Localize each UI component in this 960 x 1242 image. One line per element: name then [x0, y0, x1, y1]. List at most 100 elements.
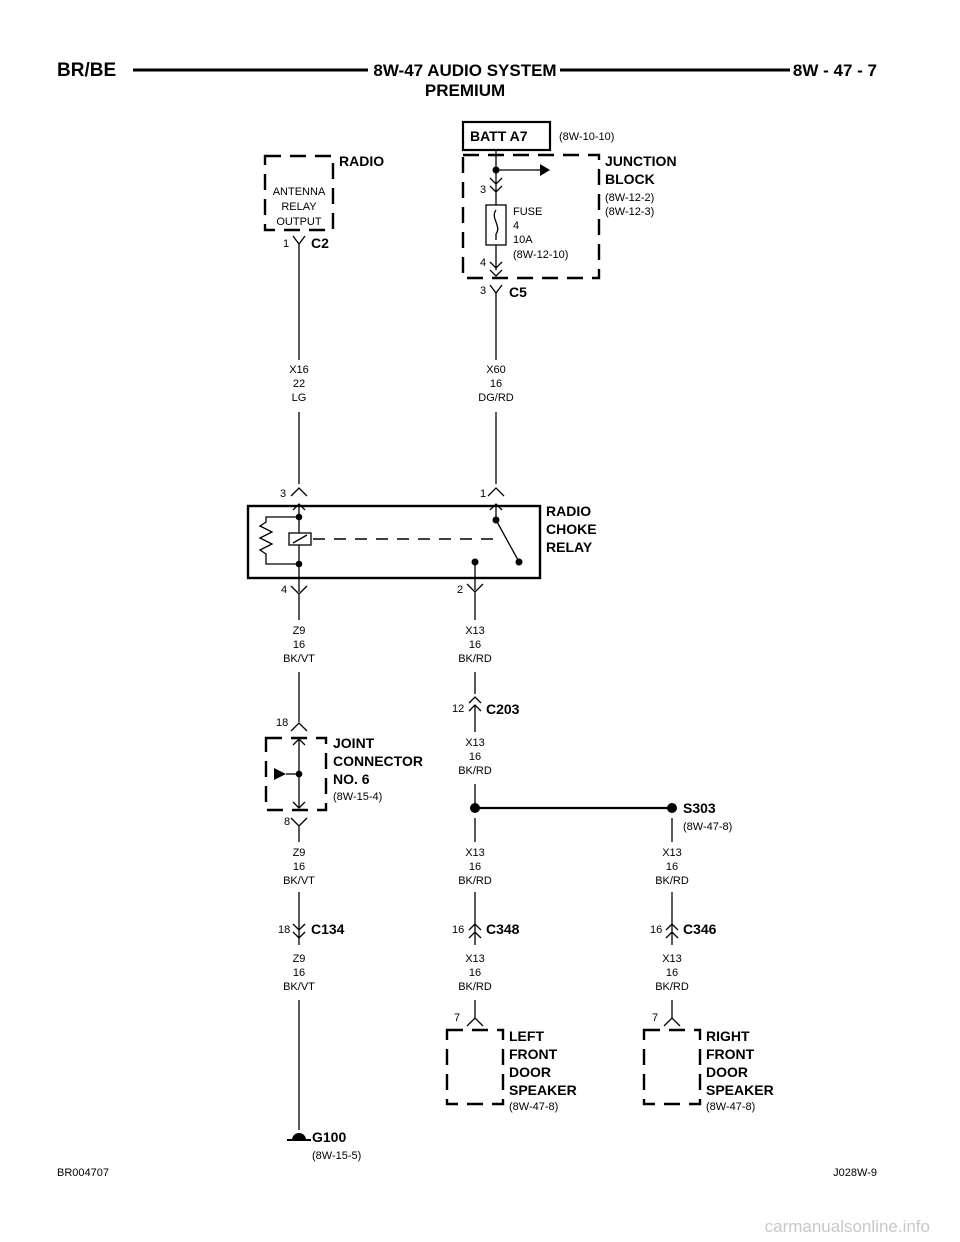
- c203-connector-symbol: [468, 696, 482, 720]
- s303-label: S303: [683, 800, 716, 816]
- batt-label: BATT A7: [470, 128, 528, 144]
- svg-text:LG: LG: [292, 392, 307, 404]
- jc-ref: (8W-15-4): [333, 791, 382, 803]
- svg-text:16: 16: [469, 967, 481, 979]
- rfs-name3: DOOR: [706, 1064, 748, 1080]
- jb-pin3-symbol: [489, 177, 503, 193]
- junction-block-ref1: (8W-12-2): [605, 192, 654, 204]
- c346-label: C346: [683, 921, 717, 937]
- jc-arrow: [274, 768, 286, 780]
- page-title: 8W-47 AUDIO SYSTEM: [373, 61, 556, 80]
- relay-pin2: 2: [457, 584, 463, 596]
- svg-text:BK/RD: BK/RD: [655, 875, 689, 887]
- wire-label-x16: X16 22 LG: [289, 364, 309, 404]
- svg-text:X13: X13: [662, 953, 682, 965]
- rfs-name1: RIGHT: [706, 1028, 750, 1044]
- s303-dot-right: [667, 803, 677, 813]
- jb-pin-top: 3: [480, 184, 486, 196]
- svg-text:16: 16: [293, 639, 305, 651]
- svg-text:16: 16: [469, 639, 481, 651]
- lfs-name2: FRONT: [509, 1046, 558, 1062]
- junction-block-ref2: (8W-12-3): [605, 206, 654, 218]
- jc-bottom-symbol: [290, 817, 308, 836]
- radio-box: [263, 154, 335, 232]
- radio-box-line2: RELAY: [281, 201, 317, 213]
- svg-text:BK/RD: BK/RD: [458, 875, 492, 887]
- relay-pin2-symbol: [466, 583, 484, 600]
- page-subtitle: PREMIUM: [425, 81, 505, 100]
- jc-box: [264, 736, 328, 812]
- relay-pin1-symbol: [487, 487, 505, 497]
- relay-box: [246, 504, 542, 580]
- lfs-name4: SPEAKER: [509, 1082, 577, 1098]
- svg-text:X60: X60: [486, 364, 506, 376]
- rfs-name4: SPEAKER: [706, 1082, 774, 1098]
- relay-name3: RELAY: [546, 539, 593, 555]
- radio-box-line1: ANTENNA: [273, 186, 326, 198]
- svg-text:BK/VT: BK/VT: [283, 875, 315, 887]
- lfs-ref: (8W-47-8): [509, 1101, 558, 1113]
- jc-pin-bottom: 8: [284, 816, 290, 828]
- wire-label-x60: X60 16 DG/RD: [478, 364, 514, 404]
- page-number: 8W - 47 - 7: [793, 61, 877, 80]
- rfs-name2: FRONT: [706, 1046, 755, 1062]
- lfs-pin: 7: [454, 1012, 460, 1024]
- svg-text:Z9: Z9: [293, 953, 306, 965]
- batt-box: [461, 120, 552, 152]
- watermark: carmanualsonline.info: [765, 1217, 930, 1236]
- batt-ref: (8W-10-10): [559, 131, 614, 143]
- svg-text:16: 16: [666, 967, 678, 979]
- svg-text:X13: X13: [465, 625, 485, 637]
- c5-pin: 3: [480, 285, 486, 297]
- svg-text:16: 16: [469, 861, 481, 873]
- svg-text:BK/VT: BK/VT: [283, 653, 315, 665]
- jb-bus-arrow: [540, 164, 550, 176]
- wire-label-x13-c: X13 16 BK/RD: [458, 847, 492, 887]
- c5-connector-symbol: [489, 284, 503, 300]
- wire-label-x13-b: X13 16 BK/RD: [458, 737, 492, 777]
- svg-text:Z9: Z9: [293, 847, 306, 859]
- lfs-pin-symbol: [466, 1017, 484, 1027]
- svg-text:BK/RD: BK/RD: [655, 981, 689, 993]
- c2-label: C2: [311, 235, 329, 251]
- model-code: BR/BE: [57, 60, 116, 81]
- relay-pin1: 1: [480, 488, 486, 500]
- c346-connector-symbol: [665, 914, 679, 945]
- wire-label-x13-d: X13 16 BK/RD: [655, 847, 689, 887]
- rfs-pin: 7: [652, 1012, 658, 1024]
- wire-label-z9-b: Z9 16 BK/VT: [283, 847, 315, 887]
- batt-a7-source: BATT A7 (8W-10-10): [461, 120, 614, 152]
- ground-label: G100: [312, 1129, 346, 1145]
- right-front-door-speaker: 7 RIGHT FRONT DOOR SPEAKER (8W-47-8): [642, 1012, 774, 1113]
- jc-name3: NO. 6: [333, 771, 370, 787]
- s303-splice: S303 (8W-47-8): [470, 800, 732, 833]
- c134-pin: 18: [278, 924, 290, 936]
- junction-block: JUNCTION BLOCK (8W-12-2) (8W-12-3) 3 FUS…: [461, 150, 677, 300]
- c134-connector-symbol: [292, 914, 306, 945]
- c348-connector-symbol: [468, 914, 482, 945]
- svg-text:16: 16: [666, 861, 678, 873]
- wire-label-z9-c: Z9 16 BK/VT: [283, 953, 315, 993]
- jc-name1: JOINT: [333, 735, 375, 751]
- jc-top-symbol: [290, 722, 308, 732]
- svg-text:X13: X13: [465, 847, 485, 859]
- jb-pin4-symbol: [489, 261, 503, 277]
- wire-label-x13-f: X13 16 BK/RD: [655, 953, 689, 993]
- relay-coil-slash: [292, 534, 308, 544]
- relay-pin3: 3: [280, 488, 286, 500]
- footer-left: BR004707: [57, 1167, 109, 1179]
- relay-switch-arm: [495, 519, 519, 561]
- fuse-ref: (8W-12-10): [513, 249, 568, 261]
- c348-pin: 16: [452, 924, 464, 936]
- page-header: BR/BE 8W-47 AUDIO SYSTEM PREMIUM 8W - 47…: [57, 60, 877, 100]
- radio-component: RADIO ANTENNA RELAY OUTPUT 1 C2: [263, 153, 384, 251]
- fuse-element: [493, 209, 499, 240]
- relay-pin4-symbol: [290, 585, 308, 600]
- lfs-box: [445, 1028, 505, 1106]
- wire-label-x13-e: X13 16 BK/RD: [458, 953, 492, 993]
- resistor-icon: [258, 516, 299, 565]
- svg-text:BK/RD: BK/RD: [458, 981, 492, 993]
- svg-text:BK/RD: BK/RD: [458, 765, 492, 777]
- footer-right: J028W-9: [833, 1167, 877, 1179]
- rfs-box: [642, 1028, 702, 1106]
